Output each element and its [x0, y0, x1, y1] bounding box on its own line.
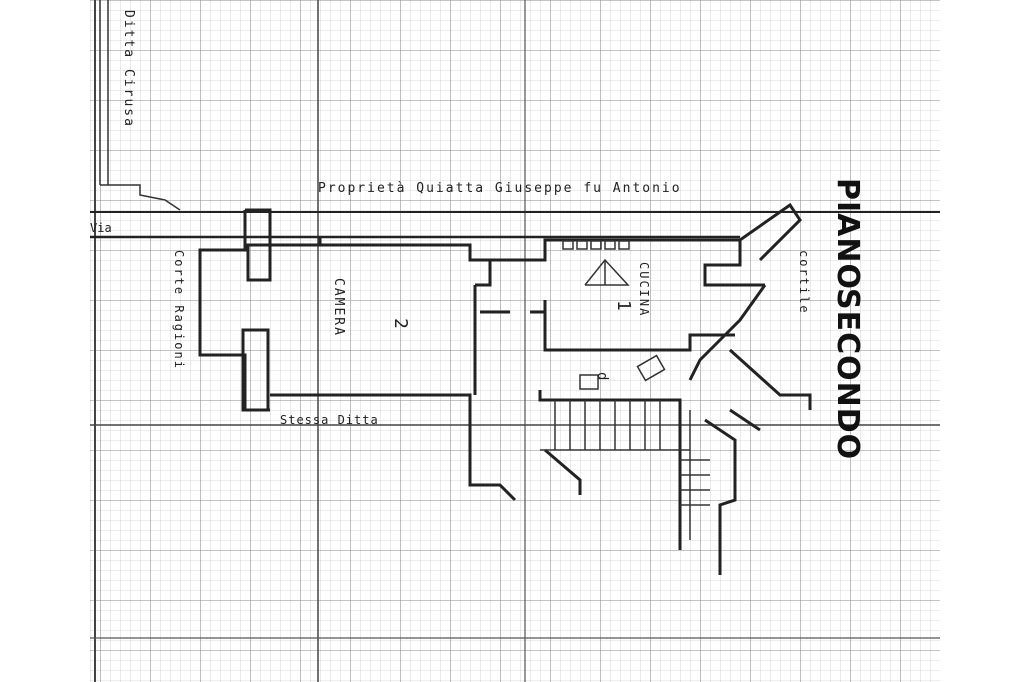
staircase: [540, 400, 710, 506]
bottom-label: Stessa Ditta: [280, 413, 379, 427]
floor-title-piano: PIANO: [830, 178, 865, 290]
room-cucina-name: CUCINA: [637, 262, 651, 317]
top-left-vertical-label: Ditta Cirusa: [121, 10, 136, 128]
right-vertical-label: cortile: [797, 250, 811, 315]
graph-paper-grid: [90, 0, 940, 682]
property-lines: [90, 211, 940, 239]
owner-top-label: Proprietà Quiatta Giuseppe fu Antonio: [318, 181, 682, 196]
wc-label: d: [594, 372, 610, 380]
boundary-top-left: [99, 0, 181, 211]
kitchen-fixtures: [562, 240, 666, 390]
room-camera-number: 2: [390, 318, 411, 329]
left-edge-label: Via: [90, 221, 112, 235]
walls: [198, 202, 812, 575]
floor-title-secondo: SECONDO: [830, 288, 865, 460]
room-cucina-number: 1: [613, 300, 634, 311]
left-vertical-label: Corte Ragioni: [172, 250, 186, 370]
room-camera-name: CAMERA: [331, 278, 346, 337]
